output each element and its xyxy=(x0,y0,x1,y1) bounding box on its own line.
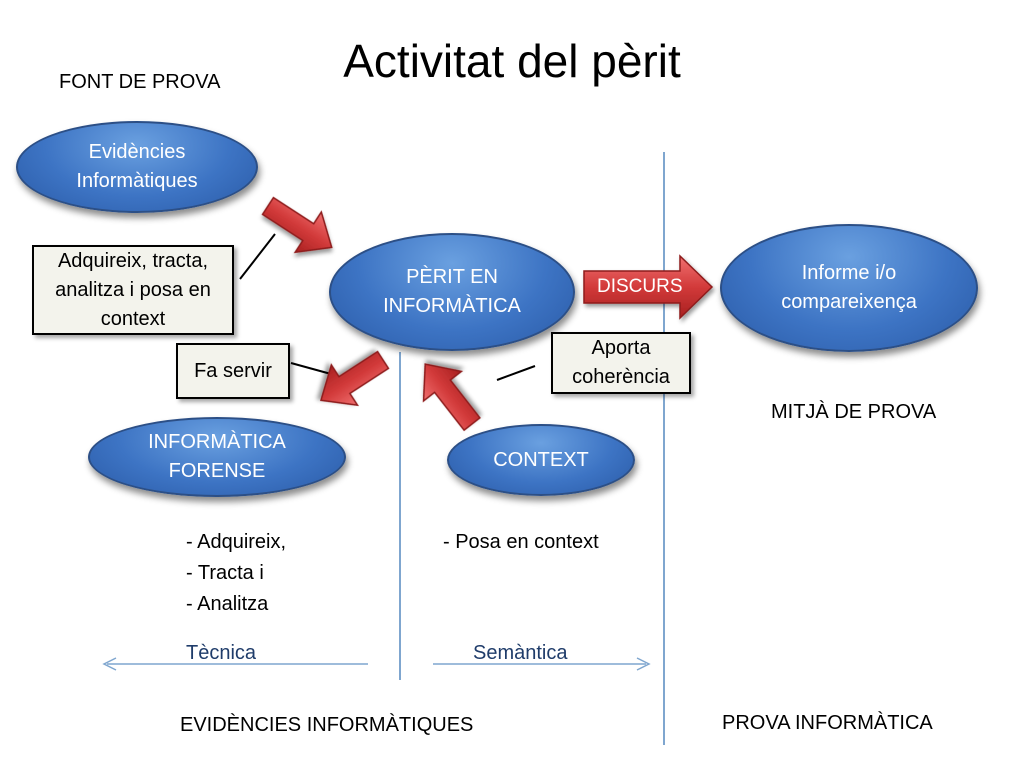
node-text-line: Evidències xyxy=(88,141,186,163)
box-text-line: context xyxy=(100,307,166,330)
node-text-line: Informàtiques xyxy=(76,170,198,192)
connector-adquireix xyxy=(239,233,276,280)
box-text-line: Fa servir xyxy=(194,359,272,382)
node-text-line: PÈRIT EN xyxy=(406,266,498,288)
node-evidencies-informatiques: Evidències Informàtiques xyxy=(16,121,258,213)
box-text-line: Adquireix, tracta, xyxy=(57,249,209,272)
semantica-label: Semàntica xyxy=(473,642,568,664)
list-context: - Posa en context xyxy=(443,527,599,558)
node-text-line: INFORMÀTICA xyxy=(148,431,286,453)
node-perit-en-informatica: PÈRIT EN INFORMÀTICA xyxy=(329,233,575,351)
connector-fa-servir xyxy=(290,362,332,375)
prova-informatica-label: PROVA INFORMÀTICA xyxy=(722,712,933,734)
mitja-de-prova-label: MITJÀ DE PROVA xyxy=(771,401,937,423)
tecnica-label: Tècnica xyxy=(186,642,257,664)
node-context: CONTEXT xyxy=(447,424,635,496)
node-text-line: FORENSE xyxy=(168,460,266,482)
node-text-line: INFORMÀTICA xyxy=(383,295,521,317)
list-forense: - Adquireix, - Tracta i - Analitza xyxy=(186,527,286,620)
discurs-label: DISCURS xyxy=(597,276,683,297)
connector-aporta xyxy=(496,365,536,381)
node-text-line: CONTEXT xyxy=(493,448,589,471)
font-de-prova-label: FONT DE PROVA xyxy=(59,71,221,93)
box-text-line: coherència xyxy=(572,366,670,388)
list-item: - Tracta i xyxy=(186,562,264,584)
arrow-perit-to-forense xyxy=(319,350,390,407)
box-fa-servir: Fa servir xyxy=(176,343,290,399)
box-text-line: analitza i posa en xyxy=(55,278,211,301)
arrow-evidencies-to-perit xyxy=(261,196,333,254)
list-item: - Analitza xyxy=(186,593,269,615)
box-adquireix: Adquireix, tracta, analitza i posa en co… xyxy=(32,245,234,335)
list-item: - Posa en context xyxy=(443,531,599,553)
node-informe-compareixenca: Informe i/o compareixença xyxy=(720,224,978,352)
node-text-line: compareixença xyxy=(781,291,917,313)
box-aporta-coherencia: Aporta coherència xyxy=(551,332,691,394)
node-informatica-forense: INFORMÀTICA FORENSE xyxy=(88,417,346,497)
arrow-discurs xyxy=(583,254,714,320)
evidencies-informatiques-label: EVIDÈNCIES INFORMÀTIQUES xyxy=(180,714,474,736)
arrow-context-to-perit xyxy=(422,363,481,432)
box-text-line: Aporta xyxy=(591,337,651,359)
list-item: - Adquireix, xyxy=(186,531,287,553)
slide-title: Activitat del pèrit xyxy=(343,35,681,87)
node-text-line: Informe i/o xyxy=(801,262,897,284)
